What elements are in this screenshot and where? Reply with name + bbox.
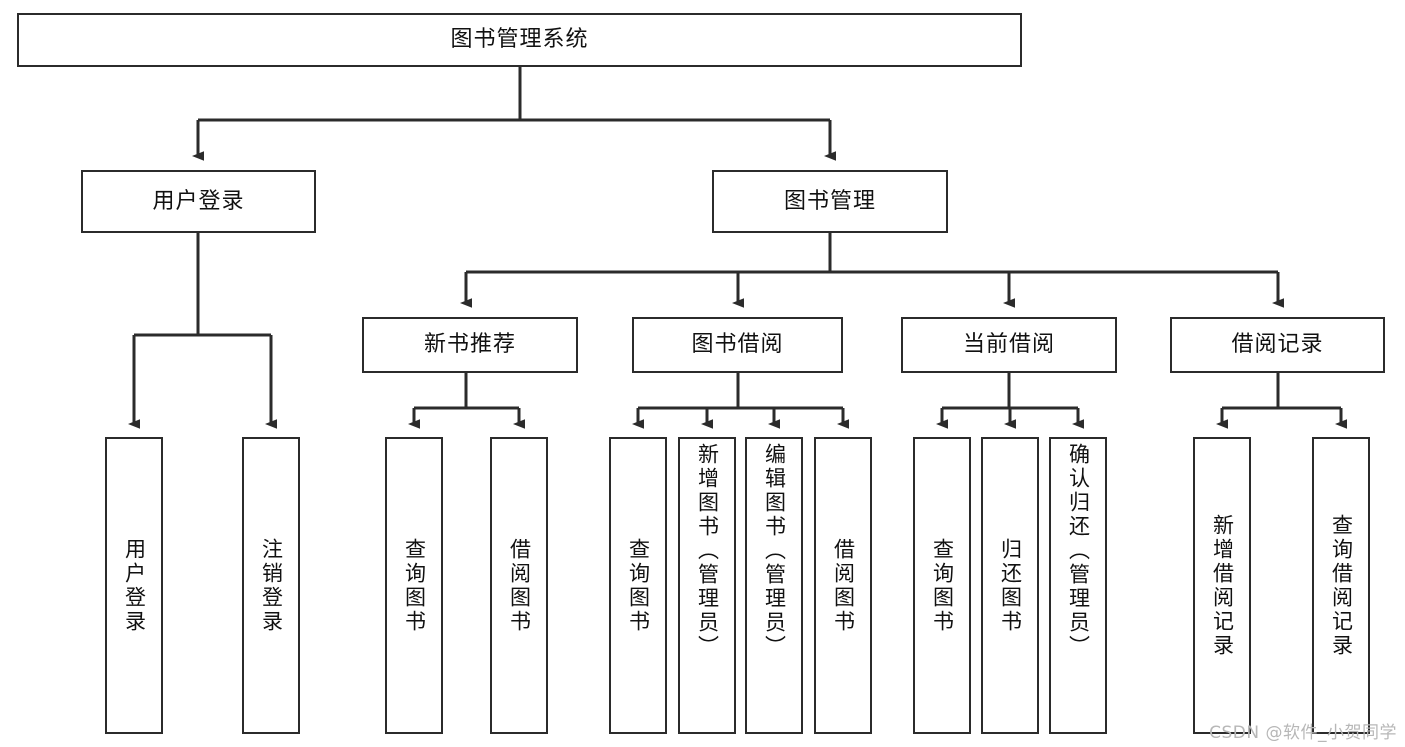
node-label: 查询图书: [930, 537, 955, 634]
node-root-book-management-system[interactable]: 图书管理系统: [17, 13, 1022, 67]
node-label: 编辑图书（管理员）: [762, 443, 787, 659]
node-new-book-recommend[interactable]: 新书推荐: [362, 317, 578, 373]
node-label: 借阅记录: [1231, 332, 1324, 358]
node-label: 查询借阅记录: [1329, 513, 1354, 658]
leaf-user-login-signin[interactable]: 用户登录: [105, 437, 163, 734]
node-borrow-record[interactable]: 借阅记录: [1170, 317, 1385, 373]
leaf-borrow-record-add-record[interactable]: 新增借阅记录: [1193, 437, 1251, 734]
node-label: 归还图书: [998, 537, 1023, 634]
node-label: 用户登录: [152, 188, 245, 214]
node-label: 确认归还（管理员）: [1066, 443, 1091, 659]
node-label: 新增图书（管理员）: [695, 443, 720, 659]
node-label: 查询图书: [626, 537, 651, 634]
node-label: 当前借阅: [962, 332, 1055, 358]
node-label: 新书推荐: [423, 332, 516, 358]
node-label: 用户登录: [122, 537, 147, 634]
leaf-current-borrow-return-book[interactable]: 归还图书: [981, 437, 1039, 734]
node-current-borrow[interactable]: 当前借阅: [901, 317, 1117, 373]
leaf-book-borrow-add-book-admin[interactable]: 新增图书（管理员）: [678, 437, 736, 734]
leaf-book-borrow-query-book[interactable]: 查询图书: [609, 437, 667, 734]
leaf-new-book-query-book[interactable]: 查询图书: [385, 437, 443, 734]
node-label: 借阅图书: [831, 537, 856, 634]
node-label: 查询图书: [402, 537, 427, 634]
node-book-management[interactable]: 图书管理: [712, 170, 948, 233]
leaf-current-borrow-confirm-return-admin[interactable]: 确认归还（管理员）: [1049, 437, 1107, 734]
leaf-book-borrow-edit-book-admin[interactable]: 编辑图书（管理员）: [745, 437, 803, 734]
node-label: 借阅图书: [507, 537, 532, 634]
node-label: 新增借阅记录: [1210, 513, 1235, 658]
leaf-borrow-record-query-record[interactable]: 查询借阅记录: [1312, 437, 1370, 734]
csdn-watermark: CSDN @软件_小贺同学: [1209, 723, 1397, 743]
node-label: 注销登录: [259, 537, 284, 634]
node-user-login[interactable]: 用户登录: [81, 170, 316, 233]
leaf-user-login-signout[interactable]: 注销登录: [242, 437, 300, 734]
leaf-new-book-borrow-book[interactable]: 借阅图书: [490, 437, 548, 734]
node-label: 图书管理: [783, 188, 876, 214]
node-label: 图书管理系统: [450, 27, 589, 53]
leaf-book-borrow-borrow-book[interactable]: 借阅图书: [814, 437, 872, 734]
node-book-borrow[interactable]: 图书借阅: [632, 317, 843, 373]
leaf-current-borrow-query-book[interactable]: 查询图书: [913, 437, 971, 734]
node-label: 图书借阅: [691, 332, 784, 358]
